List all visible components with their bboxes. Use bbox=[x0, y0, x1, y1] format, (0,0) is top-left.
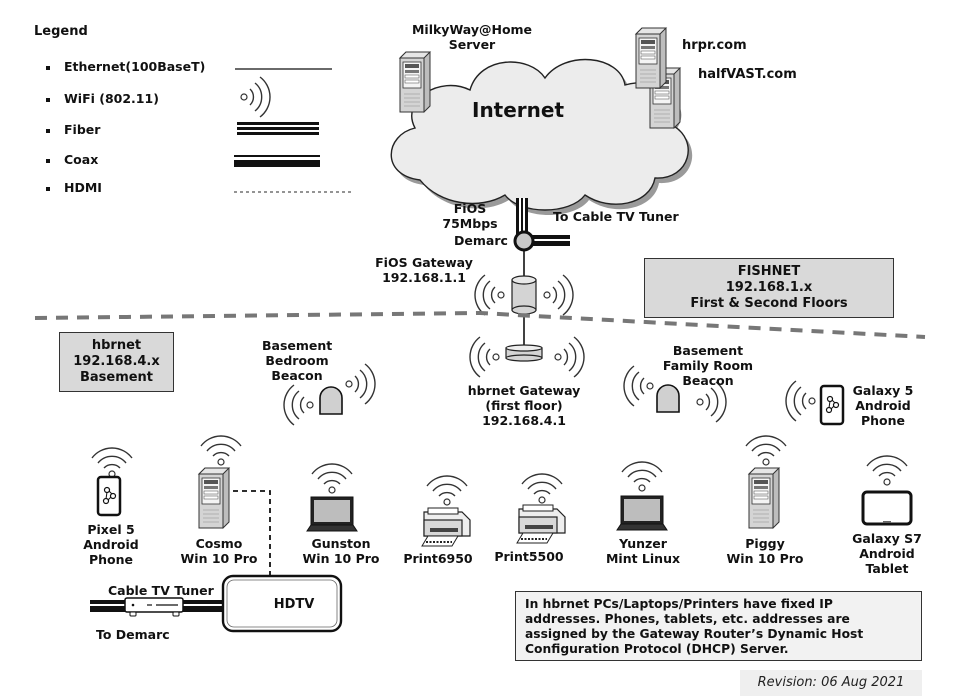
internet-cloud bbox=[390, 58, 693, 215]
fishnet-location: First & Second Floors bbox=[690, 296, 848, 311]
galaxy-s7-wifi-icon bbox=[866, 455, 908, 486]
legend-label: Fiber bbox=[64, 122, 101, 137]
print5500-wifi-icon bbox=[521, 473, 563, 504]
cable-tv-tuner-label: Cable TV Tuner bbox=[108, 583, 214, 598]
device-label-print5500: Print5500 bbox=[494, 549, 564, 564]
revision-label: Revision: 06 Aug 2021 bbox=[740, 670, 922, 696]
bedroom-beacon-icon bbox=[319, 386, 343, 415]
fiber-link bbox=[516, 198, 528, 240]
family-beacon-icon bbox=[656, 384, 680, 413]
legend-fiber-symbol bbox=[237, 122, 319, 135]
device-label-print6950: Print6950 bbox=[403, 551, 473, 566]
piggy-tower-icon bbox=[748, 467, 780, 529]
galaxy-s7-tablet-icon bbox=[861, 490, 913, 526]
bedroom-beacon-wifi-left-icon bbox=[283, 384, 314, 426]
legend-label: HDMI bbox=[64, 180, 102, 195]
family-beacon-wifi-left-icon bbox=[623, 365, 654, 407]
hbrnet-network-box: hbrnet 192.168.4.x Basement bbox=[59, 332, 174, 392]
print5500-printer-icon bbox=[516, 504, 566, 544]
hdtv-icon bbox=[221, 574, 343, 633]
galaxy5-phone-icon bbox=[819, 384, 845, 426]
hbrnet-location: Basement bbox=[79, 370, 154, 385]
fios-gateway-wifi-right-icon bbox=[543, 274, 574, 316]
bullet-icon bbox=[46, 186, 50, 191]
milkyway-server-icon bbox=[399, 51, 431, 113]
legend-item-fiber: Fiber bbox=[46, 122, 100, 137]
pixel5-phone-icon bbox=[96, 475, 122, 517]
hbrnet-gateway-wifi-right-icon bbox=[554, 336, 585, 378]
legend-wifi-symbol bbox=[240, 76, 271, 118]
hbrnet-gateway-label: hbrnet Gateway(first floor)192.168.4.1 bbox=[467, 383, 581, 428]
legend-item-hdmi: HDMI bbox=[46, 180, 102, 195]
cosmo-wifi-icon bbox=[200, 435, 242, 466]
legend-title: Legend bbox=[34, 24, 88, 39]
legend-item-ethernet: Ethernet(100BaseT) bbox=[46, 59, 205, 74]
gunston-laptop-icon bbox=[306, 496, 358, 532]
legend-item-coax: Coax bbox=[46, 152, 98, 167]
internet-label: Internet bbox=[472, 98, 565, 122]
hbrnet-gateway-wifi-left-icon bbox=[469, 336, 500, 378]
bullet-icon bbox=[46, 97, 50, 102]
fishnet-network-box: FISHNET 192.168.1.x First & Second Floor… bbox=[644, 258, 894, 318]
hbrnet-gateway-icon bbox=[505, 344, 543, 362]
galaxy5-wifi-icon bbox=[785, 380, 816, 422]
legend-label: WiFi (802.11) bbox=[64, 91, 159, 106]
family-beacon-wifi-right-icon bbox=[696, 381, 727, 423]
to-cable-tv-tuner-label: To Cable TV Tuner bbox=[553, 209, 679, 224]
legend-label: Coax bbox=[64, 152, 99, 167]
print6950-printer-icon bbox=[421, 507, 471, 547]
cable-tv-tuner-icon bbox=[124, 597, 184, 617]
pixel5-wifi-icon bbox=[91, 447, 133, 478]
hbrnet-subnet: 192.168.4.x bbox=[73, 354, 160, 369]
hdtv-label: HDTV bbox=[273, 597, 315, 612]
floor-divider bbox=[34, 310, 926, 339]
fishnet-subnet: 192.168.1.x bbox=[725, 280, 813, 295]
coax-to-cable-tuner bbox=[530, 235, 570, 246]
halfvast-server-label: halfVAST.com bbox=[698, 67, 797, 82]
fishnet-name: FISHNET bbox=[737, 264, 801, 279]
bullet-icon bbox=[46, 158, 50, 163]
demarc-label: Demarc bbox=[454, 233, 508, 248]
hbrnet-name: hbrnet bbox=[91, 338, 142, 353]
legend-coax-symbol bbox=[234, 155, 320, 167]
piggy-wifi-icon bbox=[745, 435, 787, 466]
cosmo-tower-icon bbox=[198, 467, 230, 529]
gunston-wifi-icon bbox=[311, 463, 353, 494]
yunzer-laptop-icon bbox=[616, 495, 668, 531]
yunzer-wifi-icon bbox=[621, 461, 663, 492]
bullet-icon bbox=[46, 65, 50, 70]
fios-gateway-wifi-left-icon bbox=[474, 274, 505, 316]
bedroom-beacon-wifi-right-icon bbox=[345, 363, 376, 405]
legend-item-wifi: WiFi (802.11) bbox=[46, 91, 159, 106]
hrpr-server-label: hrpr.com bbox=[682, 38, 747, 53]
hrpr-server-icon bbox=[635, 27, 667, 89]
dhcp-note: In hbrnet PCs/Laptops/Printers have fixe… bbox=[515, 591, 922, 661]
legend-label: Ethernet(100BaseT) bbox=[64, 59, 206, 74]
demarc-node bbox=[513, 230, 535, 252]
hdmi-link bbox=[233, 490, 271, 577]
fios-gateway-icon bbox=[511, 275, 537, 315]
bullet-icon bbox=[46, 128, 50, 133]
to-demarc-label: To Demarc bbox=[96, 627, 170, 642]
print6950-wifi-icon bbox=[426, 475, 468, 506]
